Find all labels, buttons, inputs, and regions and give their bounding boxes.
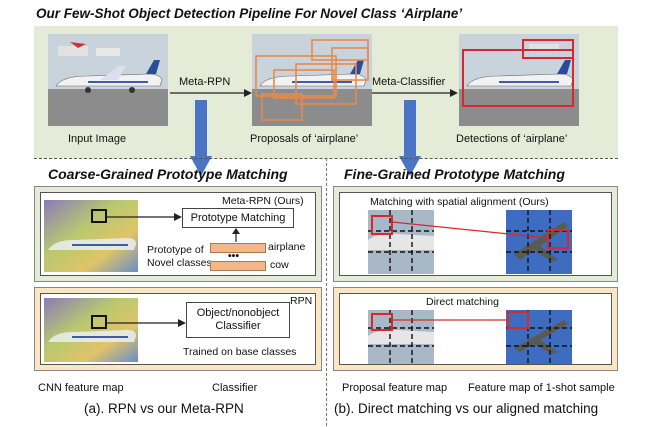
objectness-classifier-node: Object/nonobject Classifier [186, 302, 290, 338]
airplane-class-label: airplane [268, 241, 306, 253]
classifier-line-1: Object/nonobject [196, 307, 280, 319]
airplane-prototype-bar [210, 243, 266, 253]
trained-on-base-label: Trained on base classes [183, 346, 297, 358]
cnn-feature-map-meta [44, 200, 138, 272]
pipeline-arrow-2 [372, 88, 458, 98]
input-image [48, 34, 168, 126]
rpn-label: RPN [290, 295, 313, 307]
cnn-feature-map-rpn [44, 298, 138, 362]
caption-a: (a). RPN vs our Meta-RPN [84, 401, 244, 416]
input-image-label: Input Image [68, 133, 127, 145]
classifier-line-2: Classifier [215, 320, 261, 332]
caption-b: (b). Direct matching vs our aligned matc… [334, 401, 599, 416]
cnn-feature-map-label: CNN feature map [38, 382, 124, 394]
vertical-divider [326, 158, 327, 426]
aligned-matching-label: Matching with spatial alignment (Ours) [370, 196, 549, 208]
cow-class-label: cow [270, 259, 289, 271]
prototype-dots: ••• [228, 250, 240, 262]
cow-prototype-bar [210, 261, 266, 271]
coarse-heading: Coarse-Grained Prototype Matching [48, 166, 288, 182]
prototype-to-matching-arrow [231, 228, 241, 242]
proposals-image [252, 34, 372, 126]
meta-rpn-ours-label: Meta-RPN (Ours) [222, 195, 304, 207]
proposals-label: Proposals of ‘airplane’ [250, 133, 359, 145]
novel-classes-label: Novel classes [147, 257, 212, 269]
pipeline-arrow-1 [170, 88, 252, 98]
detections-image [459, 34, 579, 126]
meta-classifier-arrow-label: Meta-Classifier [372, 76, 446, 88]
blue-arrow-right [399, 100, 421, 178]
feature-to-classifier-arrow [106, 318, 186, 328]
direct-matching-label: Direct matching [426, 296, 499, 308]
classifier-label: Classifier [212, 382, 258, 394]
figure-title: Our Few-Shot Object Detection Pipeline F… [36, 6, 463, 21]
fine-heading: Fine-Grained Prototype Matching [344, 166, 565, 182]
oneshot-feature-map-label: Feature map of 1-shot sample [468, 382, 615, 394]
detections-label: Detections of ‘airplane’ [456, 133, 568, 145]
prototype-of-label: Prototype of [147, 244, 204, 256]
direct-matching-graphic [368, 310, 588, 364]
meta-rpn-arrow-label: Meta-RPN [179, 76, 231, 88]
proposal-feature-map-label: Proposal feature map [342, 382, 448, 394]
feature-to-matching-arrow [106, 212, 182, 222]
prototype-matching-node: Prototype Matching [182, 208, 294, 228]
aligned-matching-graphic [368, 210, 588, 274]
blue-arrow-left [190, 100, 212, 178]
